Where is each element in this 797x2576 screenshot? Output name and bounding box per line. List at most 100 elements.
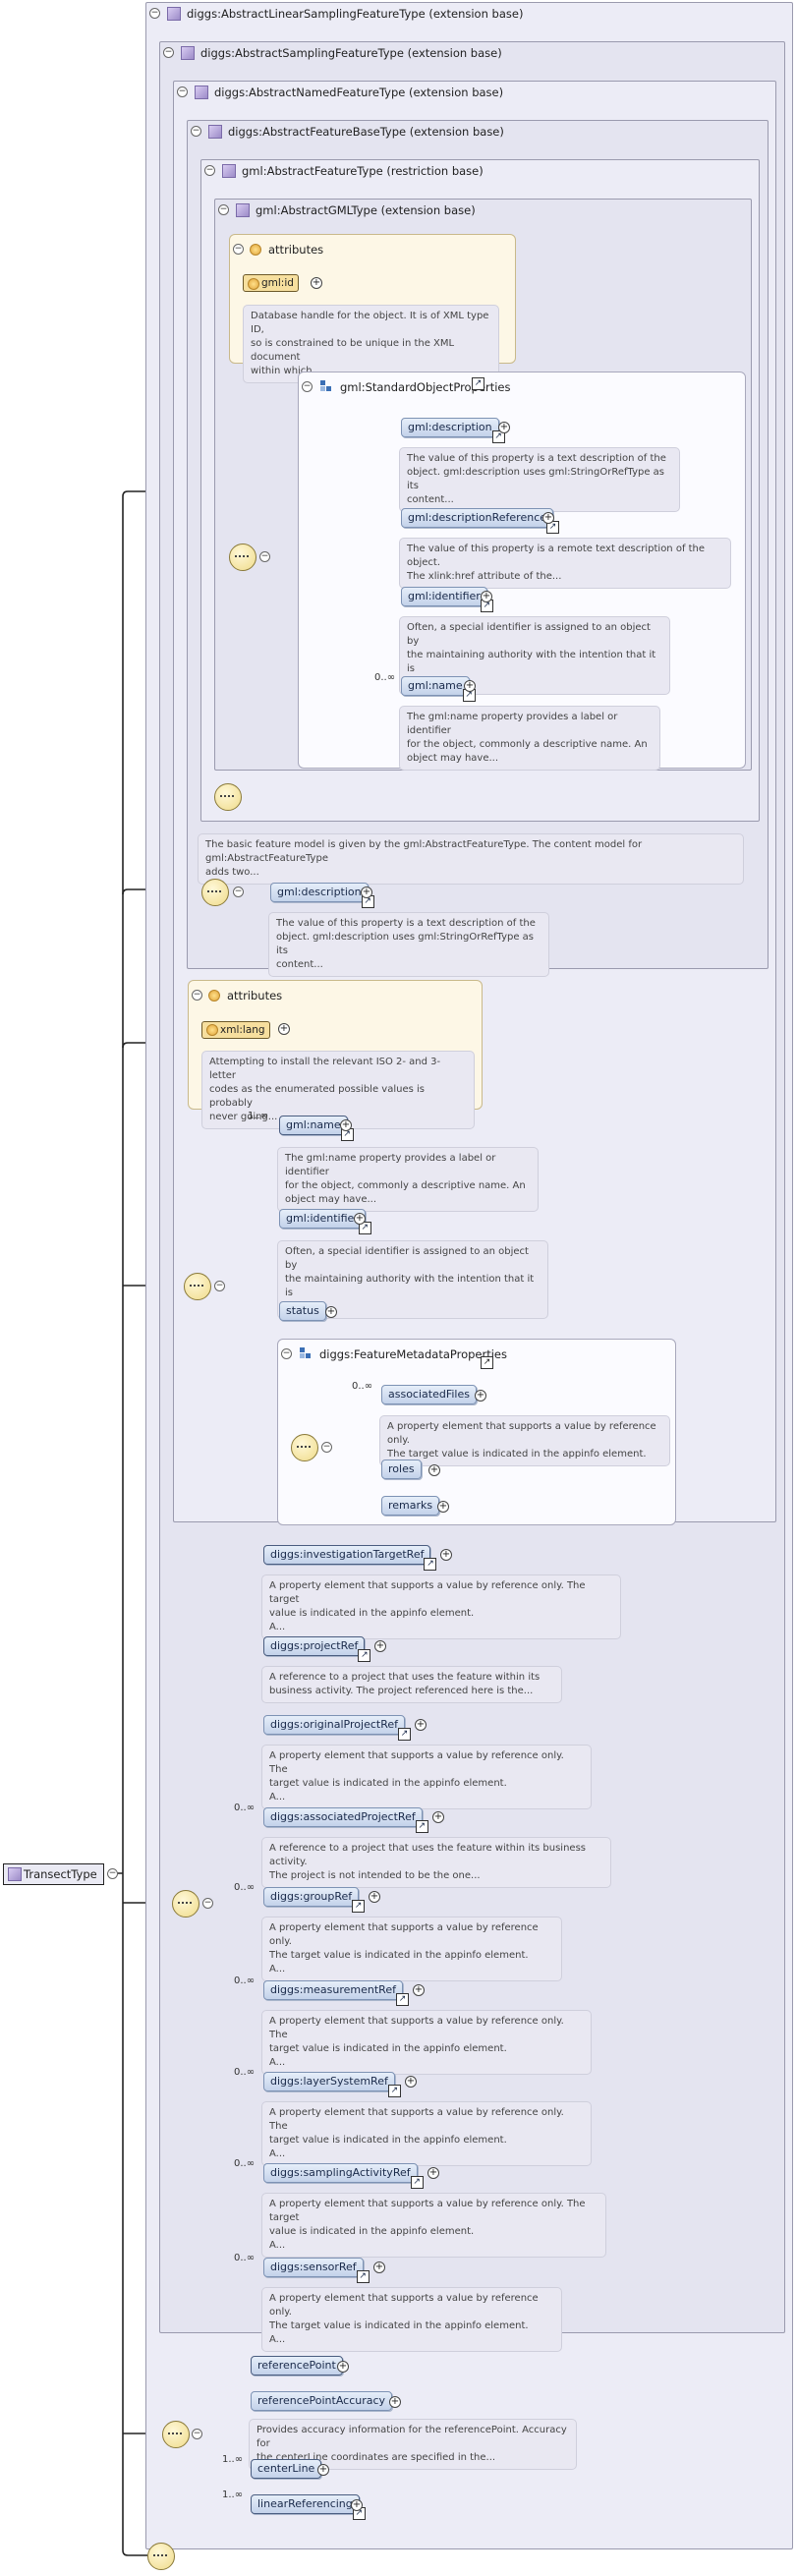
- element-label: associatedFiles: [388, 1388, 470, 1401]
- attr-xml-lang[interactable]: xml:lang: [201, 1021, 270, 1039]
- collapse-toggle[interactable]: −: [321, 1442, 332, 1453]
- collapse-toggle[interactable]: −: [218, 204, 229, 215]
- reference-icon: ↗: [397, 1728, 411, 1741]
- feature-type-doc: The basic feature model is given by the …: [198, 833, 744, 885]
- element-sampling-ref[interactable]: diggs:groupRef↗: [263, 1887, 366, 1913]
- expand-icon[interactable]: +: [475, 1390, 486, 1402]
- expand-icon[interactable]: +: [325, 1306, 337, 1318]
- collapse-toggle[interactable]: −: [259, 551, 270, 562]
- root-type-transect[interactable]: TransectType: [3, 1863, 104, 1885]
- element-sampling-ref[interactable]: diggs:originalProjectRef↗: [263, 1715, 411, 1741]
- sequence-compositor-icon: [229, 544, 256, 571]
- element-roles[interactable]: roles: [381, 1460, 422, 1479]
- attr-xml-lang-doc: Attempting to install the relevant ISO 2…: [201, 1051, 475, 1129]
- expand-icon[interactable]: +: [337, 2361, 349, 2373]
- ref-metadata[interactable]: ↗: [481, 1356, 493, 1369]
- reference-icon: ↗: [395, 1993, 409, 2006]
- expand-icon[interactable]: +: [440, 1549, 452, 1561]
- expand-icon[interactable]: +: [427, 2167, 439, 2179]
- reference-icon: ↗: [387, 2085, 401, 2097]
- element-sampling-ref[interactable]: diggs:layerSystemRef↗: [263, 2072, 401, 2097]
- element-gml-identifier[interactable]: gml:identifier↗: [401, 587, 493, 612]
- collapse-toggle[interactable]: −: [192, 2429, 202, 2439]
- attr-gml-id[interactable]: gml:id: [243, 274, 299, 292]
- expand-icon[interactable]: +: [415, 1719, 427, 1731]
- multiplicity-label: 0..∞: [234, 2253, 256, 2263]
- attributes-label: attributes: [227, 989, 283, 1002]
- expand-icon[interactable]: +: [389, 2396, 401, 2408]
- collapse-toggle[interactable]: −: [107, 1868, 118, 1879]
- expand-icon[interactable]: +: [428, 1464, 440, 1476]
- collapse-toggle[interactable]: −: [281, 1348, 292, 1359]
- element-label: diggs:projectRef: [270, 1639, 359, 1652]
- collapse-toggle[interactable]: −: [202, 1898, 213, 1909]
- expand-icon[interactable]: +: [354, 1213, 366, 1225]
- element-sampling-ref[interactable]: diggs:projectRef↗: [263, 1636, 371, 1662]
- multiplicity-label: 0..∞: [234, 2158, 256, 2169]
- element-sampling-ref[interactable]: diggs:sensorRef↗: [263, 2258, 370, 2283]
- container-gml-gml-title: gml:AbstractGMLType (extension base): [256, 203, 476, 217]
- expand-icon[interactable]: +: [351, 2499, 363, 2511]
- expand-icon[interactable]: +: [317, 2464, 329, 2476]
- element-center-line[interactable]: centerLine: [251, 2459, 322, 2479]
- element-label: linearReferencing: [257, 2497, 353, 2510]
- element-sampling-ref[interactable]: diggs:samplingActivityRef↗: [263, 2163, 424, 2189]
- multiplicity-label: 0..∞: [234, 2067, 256, 2078]
- collapse-toggle[interactable]: −: [177, 86, 188, 97]
- element-reference-point[interactable]: referencePoint: [251, 2356, 343, 2376]
- element-associated-files[interactable]: associatedFiles: [381, 1385, 477, 1404]
- expand-icon[interactable]: +: [340, 1119, 352, 1131]
- element-sampling-ref[interactable]: diggs:measurementRef↗: [263, 1980, 409, 2006]
- element-sampling-ref[interactable]: diggs:associatedProjectRef↗: [263, 1807, 428, 1833]
- element-sampling-ref[interactable]: diggs:investigationTargetRef↗: [263, 1545, 437, 1571]
- collapse-toggle[interactable]: −: [204, 165, 215, 176]
- element-remarks[interactable]: remarks: [381, 1496, 440, 1516]
- reference-icon: ↗: [415, 1820, 428, 1833]
- expand-icon[interactable]: +: [369, 1891, 380, 1903]
- expand-icon[interactable]: +: [437, 1501, 449, 1513]
- expand-icon[interactable]: +: [278, 1023, 290, 1035]
- expand-icon[interactable]: +: [498, 422, 510, 433]
- collapse-toggle[interactable]: −: [233, 887, 244, 897]
- expand-icon[interactable]: +: [405, 2076, 417, 2088]
- expand-icon[interactable]: +: [464, 680, 476, 692]
- element-gml-description-reference[interactable]: gml:descriptionReference↗: [401, 508, 560, 534]
- expand-icon[interactable]: +: [311, 277, 322, 289]
- reference-icon: ↗: [356, 2270, 370, 2283]
- sequence-compositor-icon: [184, 1273, 211, 1300]
- element-linear-referencing[interactable]: linearReferencing↗: [251, 2494, 366, 2520]
- element-named-gml-identifier[interactable]: gml:identifier↗: [279, 1209, 371, 1234]
- reference-icon: ↗: [410, 2176, 424, 2189]
- collapse-toggle[interactable]: −: [163, 47, 174, 58]
- element-label: diggs:groupRef: [270, 1890, 353, 1903]
- container-feature-base-title: diggs:AbstractFeatureBaseType (extension…: [228, 125, 504, 139]
- expand-icon[interactable]: +: [432, 1811, 444, 1823]
- expand-icon[interactable]: +: [373, 2261, 385, 2273]
- expand-icon[interactable]: +: [413, 1984, 425, 1996]
- multiplicity-label: 0..∞: [234, 1882, 256, 1893]
- element-named-gml-name[interactable]: gml:name↗: [279, 1116, 354, 1141]
- element-label: diggs:measurementRef: [270, 1983, 396, 1996]
- element-gml-name[interactable]: gml:name↗: [401, 676, 476, 702]
- attribute-icon: [206, 1024, 218, 1036]
- element-label: gml:description: [408, 421, 492, 433]
- element-restricted-gml-description[interactable]: gml:description↗: [270, 883, 374, 908]
- element-status[interactable]: status: [279, 1301, 326, 1321]
- expand-icon[interactable]: +: [374, 1640, 386, 1652]
- collapse-toggle[interactable]: −: [191, 126, 201, 137]
- group-icon: [300, 1347, 311, 1358]
- root-type-label: TransectType: [24, 1867, 97, 1881]
- collapse-toggle[interactable]: −: [302, 381, 313, 392]
- container-sampling-title: diggs:AbstractSamplingFeatureType (exten…: [200, 46, 502, 60]
- expand-icon[interactable]: +: [542, 512, 554, 524]
- expand-icon[interactable]: +: [361, 887, 372, 898]
- collapse-toggle[interactable]: −: [149, 8, 160, 19]
- expand-icon[interactable]: +: [481, 591, 492, 602]
- element-reference-point-accuracy[interactable]: referencePointAccuracy: [251, 2391, 393, 2411]
- collapse-toggle[interactable]: −: [192, 990, 202, 1001]
- element-label: referencePoint: [257, 2359, 336, 2372]
- element-gml-description[interactable]: gml:description↗: [401, 418, 505, 443]
- collapse-toggle[interactable]: −: [233, 244, 244, 255]
- attr-xml-lang-label: xml:lang: [220, 1024, 265, 1036]
- collapse-toggle[interactable]: −: [214, 1281, 225, 1291]
